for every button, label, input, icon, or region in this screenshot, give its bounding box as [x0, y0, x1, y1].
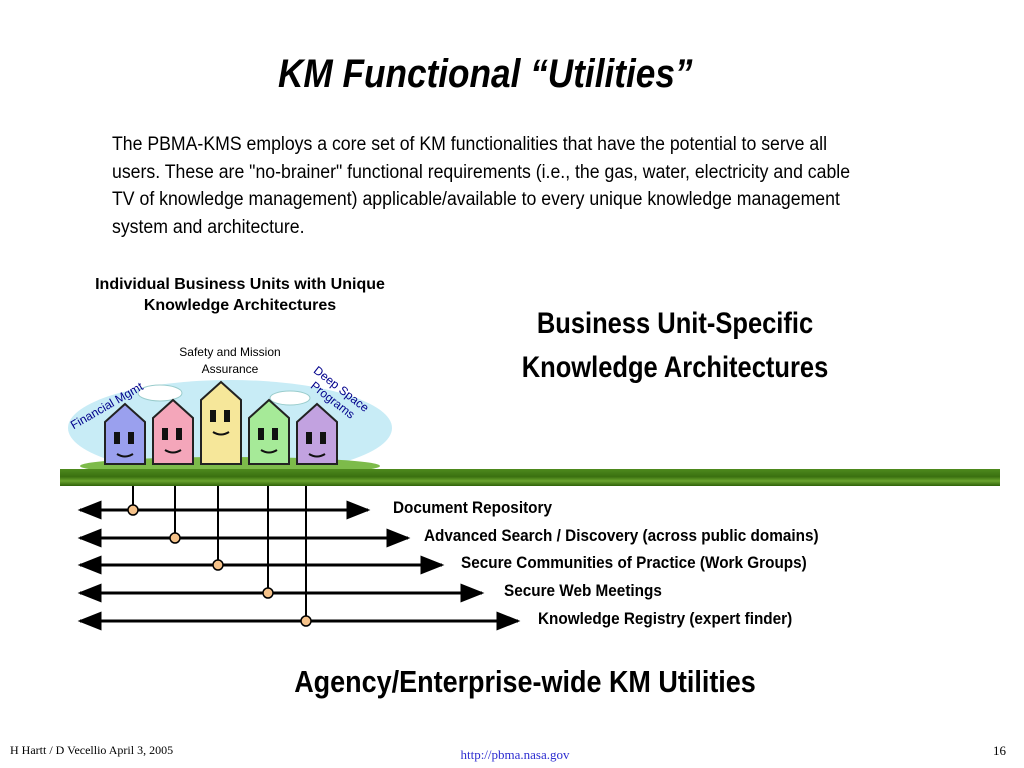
- house-shape: [104, 402, 146, 465]
- house-group: [104, 380, 338, 465]
- business-units-illustration: Safety and Mission Assurance Financial M…: [60, 338, 400, 473]
- utility-label: Secure Web Meetings: [504, 581, 662, 600]
- cloud-shape: [269, 390, 311, 406]
- connector-node: [169, 532, 181, 544]
- house-window: [258, 428, 264, 440]
- house-window: [224, 410, 230, 422]
- utility-label: Secure Communities of Practice (Work Gro…: [461, 553, 807, 572]
- utility-label: Document Repository: [393, 498, 552, 517]
- house-window: [128, 432, 134, 444]
- house-smile: [308, 453, 326, 458]
- connector-node: [262, 587, 274, 599]
- footer-url-link[interactable]: http://pbma.nasa.gov: [460, 747, 570, 762]
- utility-label: Knowledge Registry (expert finder): [538, 609, 793, 628]
- house-shape: [200, 380, 242, 465]
- cloud-shape: [137, 384, 183, 402]
- business-units-caption: Individual Business Units with Unique Kn…: [95, 276, 385, 314]
- house-window: [162, 428, 168, 440]
- label-safety-mission-assurance: Safety and Mission Assurance: [179, 345, 281, 376]
- page-number: 16: [993, 743, 1006, 758]
- connector-node: [212, 559, 224, 571]
- house-shape: [152, 398, 194, 465]
- connector-node: [300, 615, 312, 627]
- house-smile: [164, 449, 182, 454]
- house-window: [306, 432, 312, 444]
- house-window: [210, 410, 216, 422]
- ground-bar: [60, 469, 1000, 486]
- house-window: [176, 428, 182, 440]
- footer-author: H Hartt / D Vecellio April 3, 2005: [10, 743, 174, 757]
- connector-node: [127, 504, 139, 516]
- houses-clipart: [68, 380, 392, 473]
- enterprise-utilities-label: Agency/Enterprise-wide KM Utilities: [294, 664, 756, 699]
- house-window: [272, 428, 278, 440]
- house-smile: [116, 453, 134, 458]
- business-unit-heading: Business Unit-Specific Knowledge Archite…: [521, 307, 829, 384]
- slide-title: KM Functional “Utilities”: [277, 52, 693, 96]
- house-window: [320, 432, 326, 444]
- house-smile: [260, 449, 278, 454]
- house-shape: [248, 398, 290, 465]
- house-shape: [296, 402, 338, 465]
- intro-paragraph: The PBMA-KMS employs a core set of KM fu…: [112, 134, 851, 238]
- house-smile: [212, 431, 230, 436]
- utility-label: Advanced Search / Discovery (across publ…: [424, 526, 819, 545]
- house-window: [114, 432, 120, 444]
